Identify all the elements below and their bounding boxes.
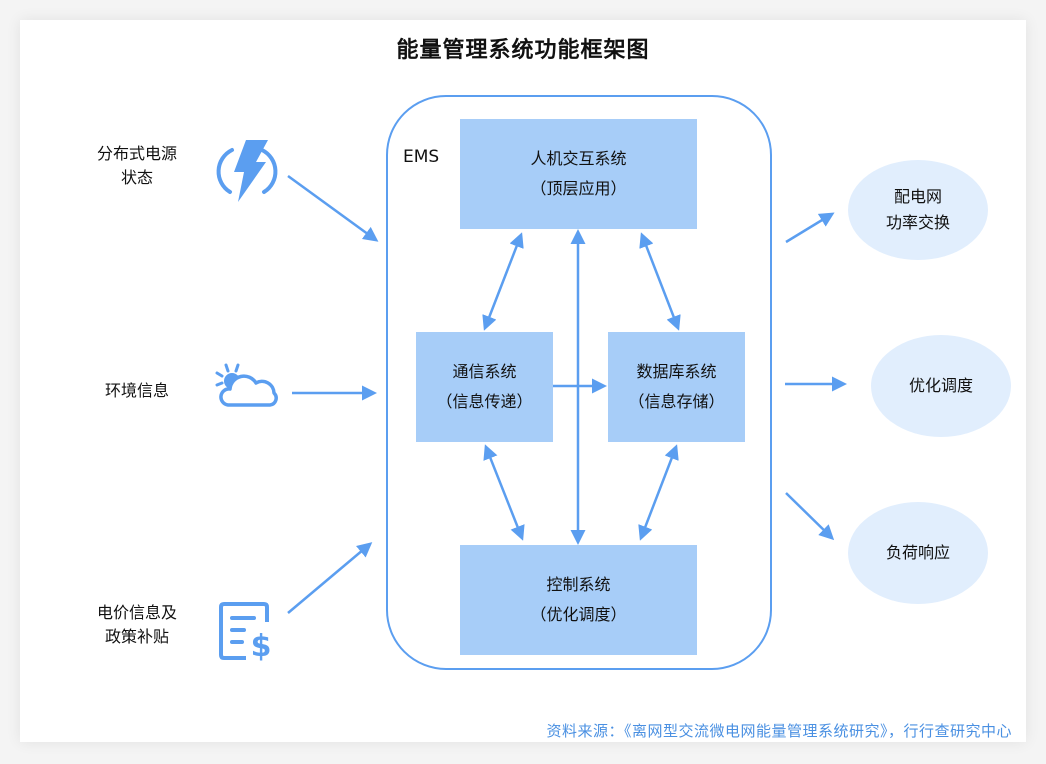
arrow-input-price [287, 542, 373, 614]
bill-dollar-icon: $ [219, 602, 272, 662]
diagram-title: 能量管理系统功能框架图 [396, 38, 650, 63]
sun-cloud-icon [215, 363, 278, 407]
module-control: 控制系统 （优化调度） [460, 545, 697, 655]
output-label-line: 配电网 [893, 187, 942, 206]
module-name: 控制系统 [546, 575, 611, 594]
arrow-output-grid [785, 212, 835, 244]
module-subtitle: （信息存储） [628, 392, 725, 411]
output-grid-power-exchange: 配电网 功率交换 [848, 160, 988, 260]
input-label-line: 环境信息 [104, 381, 169, 400]
input-label-line: 电价信息及 [96, 603, 177, 622]
arrow-input-power [287, 174, 379, 242]
arrow-output-load [785, 492, 835, 541]
output-label-line: 优化调度 [908, 376, 973, 395]
arrow-hmi-db [639, 232, 681, 331]
svg-text:$: $ [251, 629, 272, 662]
module-name: 人机交互系统 [530, 149, 627, 168]
arrow-comm-control [483, 444, 525, 541]
input-label-environment: 环境信息 [82, 379, 192, 403]
module-subtitle: （信息传递） [436, 392, 533, 411]
module-subtitle: （顶层应用） [530, 179, 627, 198]
arrow-db-control [638, 444, 679, 541]
input-label-line: 政策补贴 [104, 627, 169, 646]
output-optimized-dispatch: 优化调度 [871, 335, 1011, 437]
ems-label: EMS [403, 147, 440, 167]
module-name: 通信系统 [452, 362, 517, 381]
ems-frame [386, 95, 772, 670]
module-subtitle: （优化调度） [530, 605, 627, 624]
input-label-line: 状态 [120, 168, 153, 187]
lightning-bolt-icon [216, 140, 278, 202]
input-label-price-policy: 电价信息及 政策补贴 [82, 601, 192, 649]
module-communication: 通信系统 （信息传递） [416, 332, 553, 442]
output-load-response: 负荷响应 [848, 502, 988, 604]
output-label-line: 负荷响应 [885, 543, 950, 562]
module-database: 数据库系统 （信息存储） [608, 332, 745, 442]
input-label-distributed-power: 分布式电源 状态 [82, 142, 192, 190]
output-label-line: 功率交换 [885, 213, 950, 232]
module-hmi: 人机交互系统 （顶层应用） [460, 119, 697, 229]
arrow-hmi-comm [482, 232, 524, 331]
source-citation: 资料来源：《离网型交流微电网能量管理系统研究》，行行查研究中心 [546, 722, 1012, 740]
module-name: 数据库系统 [636, 362, 717, 381]
input-label-line: 分布式电源 [96, 144, 177, 163]
